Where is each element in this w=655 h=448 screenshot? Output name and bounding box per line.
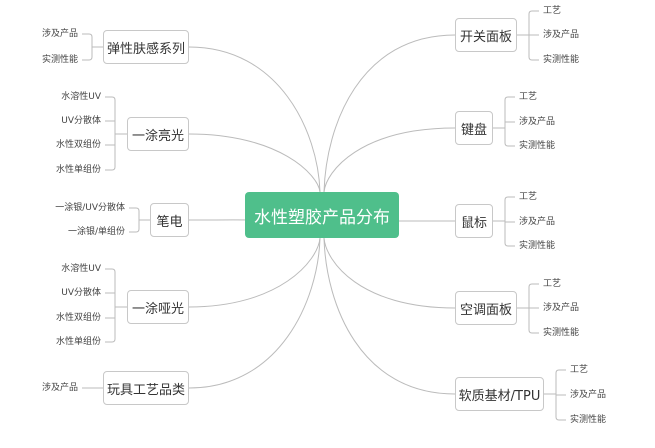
leaf-item[interactable]: 涉及产品: [519, 217, 556, 227]
leaf-item[interactable]: 实测性能: [519, 241, 556, 251]
leaf-item[interactable]: 实测性能: [41, 55, 78, 65]
branch-node[interactable]: 软质基材/TPU: [455, 377, 544, 411]
branch-node[interactable]: 弹性肤感系列: [103, 30, 189, 64]
leaf-item[interactable]: 实测性能: [543, 55, 580, 65]
branch-node[interactable]: 开关面板: [455, 18, 517, 52]
leaf-item[interactable]: 一涂银/UV分散体: [55, 203, 125, 213]
center-node[interactable]: 水性塑胶产品分布: [245, 192, 399, 238]
leaf-item[interactable]: UV分散体: [61, 116, 101, 126]
leaf-item[interactable]: 工艺: [519, 92, 538, 102]
branch-node[interactable]: 玩具工艺品类: [103, 371, 189, 405]
leaf-item[interactable]: 工艺: [519, 192, 538, 202]
branch-connector: [323, 34, 456, 193]
leaf-item[interactable]: 实测性能: [570, 415, 607, 425]
leaf-item[interactable]: 水溶性UV: [61, 264, 101, 274]
leaf-item[interactable]: 工艺: [570, 365, 589, 375]
leaf-item[interactable]: 实测性能: [543, 328, 580, 338]
branch-connector: [323, 237, 456, 395]
branch-connector: [188, 46, 321, 193]
leaf-item[interactable]: 涉及产品: [41, 29, 78, 39]
leaf-item[interactable]: 涉及产品: [570, 390, 607, 400]
branch-connector: [188, 237, 321, 308]
leaf-item[interactable]: 实测性能: [519, 141, 556, 151]
branch-connector: [323, 127, 456, 193]
leaf-item[interactable]: 水性单组份: [55, 337, 101, 347]
leaf-item[interactable]: UV分散体: [61, 288, 101, 298]
child-bracket: [493, 96, 515, 147]
leaf-item[interactable]: 一涂银/单组份: [67, 227, 125, 237]
branch-connector: [188, 237, 321, 389]
branch-node[interactable]: 鼠标: [455, 204, 493, 238]
leaf-item[interactable]: 涉及产品: [543, 303, 580, 313]
branch-connector: [188, 133, 321, 193]
branch-node[interactable]: 一涂哑光: [127, 290, 189, 324]
branch-node[interactable]: 空调面板: [455, 291, 517, 325]
child-bracket: [129, 207, 150, 233]
child-bracket: [105, 96, 127, 171]
child-bracket: [544, 369, 566, 421]
child-bracket: [82, 33, 103, 61]
leaf-item[interactable]: 涉及产品: [519, 117, 556, 127]
leaf-item[interactable]: 涉及产品: [543, 30, 580, 40]
branch-node[interactable]: 键盘: [455, 111, 493, 145]
child-bracket: [493, 196, 515, 247]
leaf-item[interactable]: 水性双组份: [55, 313, 101, 323]
branch-node[interactable]: 一涂亮光: [127, 117, 189, 151]
child-bracket: [105, 268, 127, 343]
branch-connector: [323, 237, 456, 309]
leaf-item[interactable]: 水溶性UV: [61, 92, 101, 102]
child-bracket: [517, 283, 539, 334]
leaf-item[interactable]: 水性双组份: [55, 140, 101, 150]
leaf-item[interactable]: 涉及产品: [41, 383, 78, 393]
child-bracket: [517, 10, 539, 61]
leaf-item[interactable]: 工艺: [543, 6, 562, 16]
leaf-item[interactable]: 工艺: [543, 279, 562, 289]
leaf-item[interactable]: 水性单组份: [55, 165, 101, 175]
branch-node[interactable]: 笔电: [150, 203, 189, 237]
